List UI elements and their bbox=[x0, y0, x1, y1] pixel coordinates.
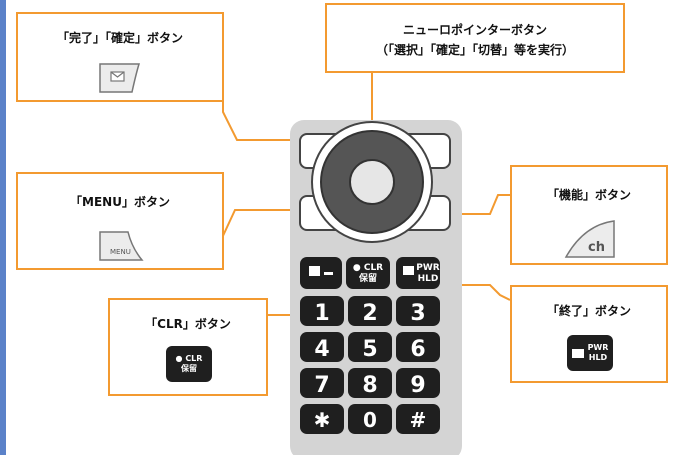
key-9-label: 9 bbox=[410, 373, 425, 398]
callout-complete-title: 「完了」「確定」ボタン bbox=[56, 31, 183, 45]
callout-end: 「終了」ボタン PWR HLD bbox=[510, 285, 668, 383]
key-7-label: 7 bbox=[314, 373, 329, 398]
callout-menu: 「MENU」ボタン MENU bbox=[16, 172, 224, 270]
clr-key-icon-line1: ● CLR bbox=[175, 354, 203, 363]
callout-function-title: 「機能」ボタン bbox=[546, 188, 631, 202]
callout-complete: 「完了」「確定」ボタン bbox=[16, 12, 224, 102]
end-key bbox=[396, 257, 440, 289]
key-6 bbox=[396, 332, 440, 362]
end-key-icon bbox=[403, 266, 414, 275]
key-0 bbox=[348, 404, 392, 434]
end-key-glyph bbox=[571, 348, 584, 358]
mail-key-icon bbox=[99, 63, 140, 93]
leader-line-end bbox=[440, 284, 511, 301]
callout-neuro-title-1: ニューロポインターボタン bbox=[402, 23, 547, 37]
callout-function: 「機能」ボタン ch bbox=[510, 165, 668, 265]
key-7 bbox=[300, 368, 344, 398]
key-9 bbox=[396, 368, 440, 398]
key-asterisk bbox=[300, 404, 344, 434]
end-key-line2: HLD bbox=[418, 274, 439, 284]
callout-neuro-title-2: （「選択」「確定」「切替」等を実行） bbox=[375, 43, 574, 57]
key-2 bbox=[348, 296, 392, 326]
callout-menu-title: 「MENU」ボタン bbox=[70, 195, 170, 209]
callout-clr-title: 「CLR」ボタン bbox=[145, 317, 231, 331]
end-key-line1: PWR bbox=[416, 263, 440, 273]
key-3 bbox=[396, 296, 440, 326]
clr-key-icon: ● CLR 保留 bbox=[166, 346, 212, 382]
call-key-arrow bbox=[324, 272, 333, 275]
end-key-icon: PWR HLD bbox=[567, 335, 613, 371]
key-4 bbox=[300, 332, 344, 362]
call-key bbox=[300, 257, 342, 289]
clr-key-icon-line2: 保留 bbox=[181, 364, 197, 373]
key-8 bbox=[348, 368, 392, 398]
digit-keys: 1 2 3 4 5 6 7 8 9 ✱ 0 # bbox=[300, 296, 440, 434]
callout-clr: 「CLR」ボタン ● CLR 保留 bbox=[108, 298, 268, 396]
clr-key bbox=[346, 257, 390, 289]
key-2-label: 2 bbox=[362, 301, 377, 326]
menu-key-icon: MENU bbox=[99, 231, 144, 261]
neuro-pointer-center bbox=[349, 159, 395, 205]
call-key-icon bbox=[309, 266, 320, 276]
callout-neuro-pointer: ニューロポインターボタン （「選択」「確定」「切替」等を実行） bbox=[325, 3, 625, 73]
key-4-label: 4 bbox=[314, 337, 329, 362]
key-asterisk-label: ✱ bbox=[314, 408, 331, 432]
key-1-label: 1 bbox=[314, 301, 329, 326]
key-0-label: 0 bbox=[363, 408, 377, 432]
end-key-icon-line2: HLD bbox=[588, 353, 608, 362]
key-5 bbox=[348, 332, 392, 362]
ch-key-icon-label: ch bbox=[588, 240, 605, 255]
callout-end-title: 「終了」ボタン bbox=[546, 304, 631, 318]
key-hash bbox=[396, 404, 440, 434]
ch-key-icon: ch bbox=[564, 220, 615, 258]
key-hash-label: # bbox=[410, 408, 427, 432]
clr-key-line1: ● CLR bbox=[353, 263, 383, 273]
leader-line-menu bbox=[221, 209, 310, 239]
menu-key-icon-label: MENU bbox=[110, 248, 131, 256]
key-3-label: 3 bbox=[410, 301, 425, 326]
left-edge-bar bbox=[0, 0, 6, 455]
key-5-label: 5 bbox=[362, 337, 377, 362]
key-1 bbox=[300, 296, 344, 326]
clr-key-line2: 保留 bbox=[358, 272, 377, 284]
leader-line-complete bbox=[222, 100, 310, 141]
key-6-label: 6 bbox=[410, 337, 425, 362]
end-key-icon-line1: PWR bbox=[587, 343, 609, 352]
key-8-label: 8 bbox=[362, 373, 377, 398]
